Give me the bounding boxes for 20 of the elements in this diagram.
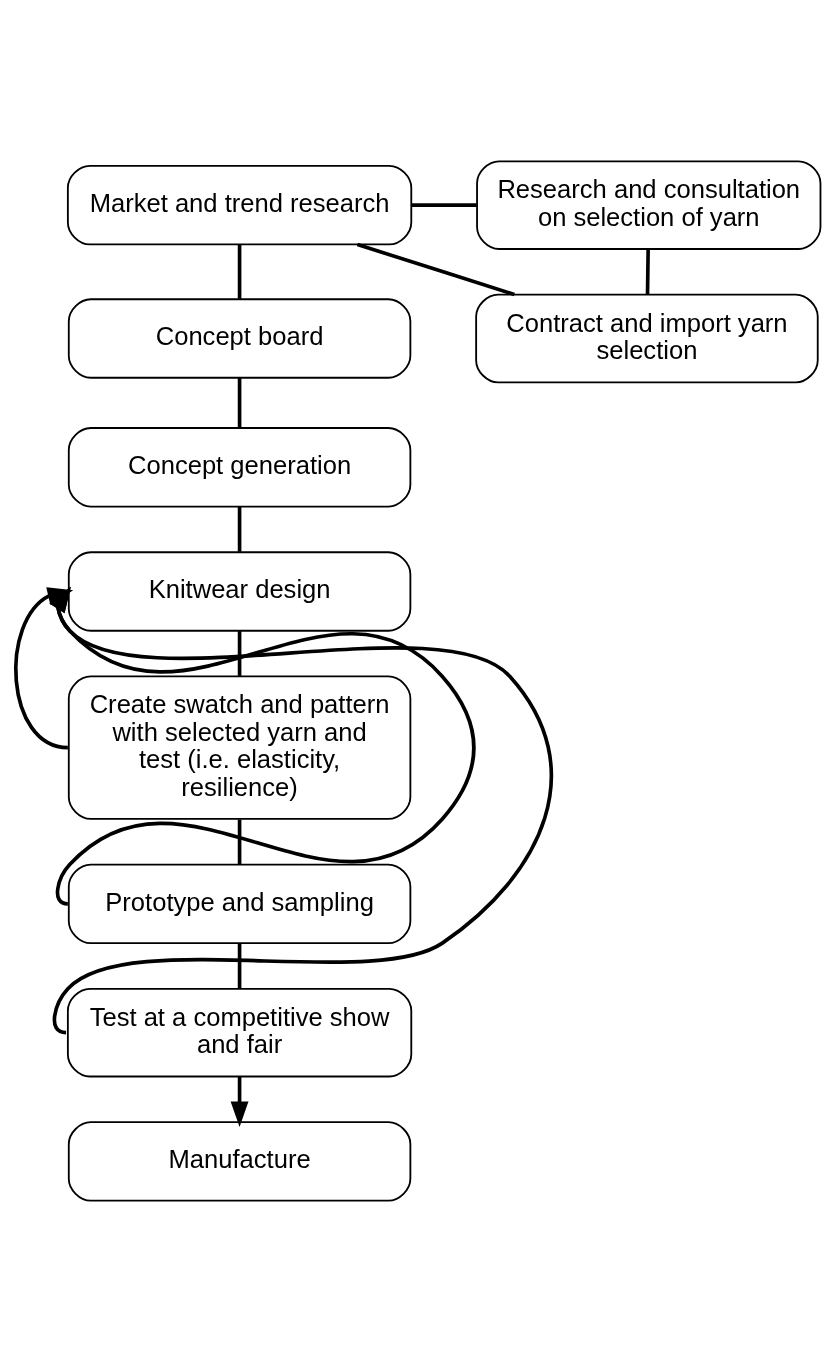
node-box: Concept board — [67, 298, 412, 379]
connector — [237, 943, 242, 989]
connector — [237, 377, 242, 428]
node-box: Manufacture — [67, 1121, 412, 1202]
node-box: Contract and import yarn selection — [475, 293, 819, 384]
arrow — [230, 1076, 249, 1127]
connector — [237, 819, 242, 865]
node-box: Prototype and sampling — [67, 863, 412, 945]
connector — [356, 242, 515, 297]
node-box: Knitwear design — [67, 551, 412, 632]
connector — [237, 506, 242, 552]
node-box: Test at a competitive show and fair — [66, 987, 413, 1078]
node-box: Research and consultation on selection of yarn — [476, 160, 822, 250]
connector — [645, 249, 650, 295]
node-box: Market and trend research — [66, 164, 413, 246]
connector — [237, 631, 242, 676]
node-box: Create swatch and pattern with selected yarn and test (i.e. elasticity, resilience) — [67, 675, 412, 820]
connector — [237, 244, 242, 299]
node-box: Concept generation — [67, 427, 412, 508]
connector — [411, 203, 477, 207]
